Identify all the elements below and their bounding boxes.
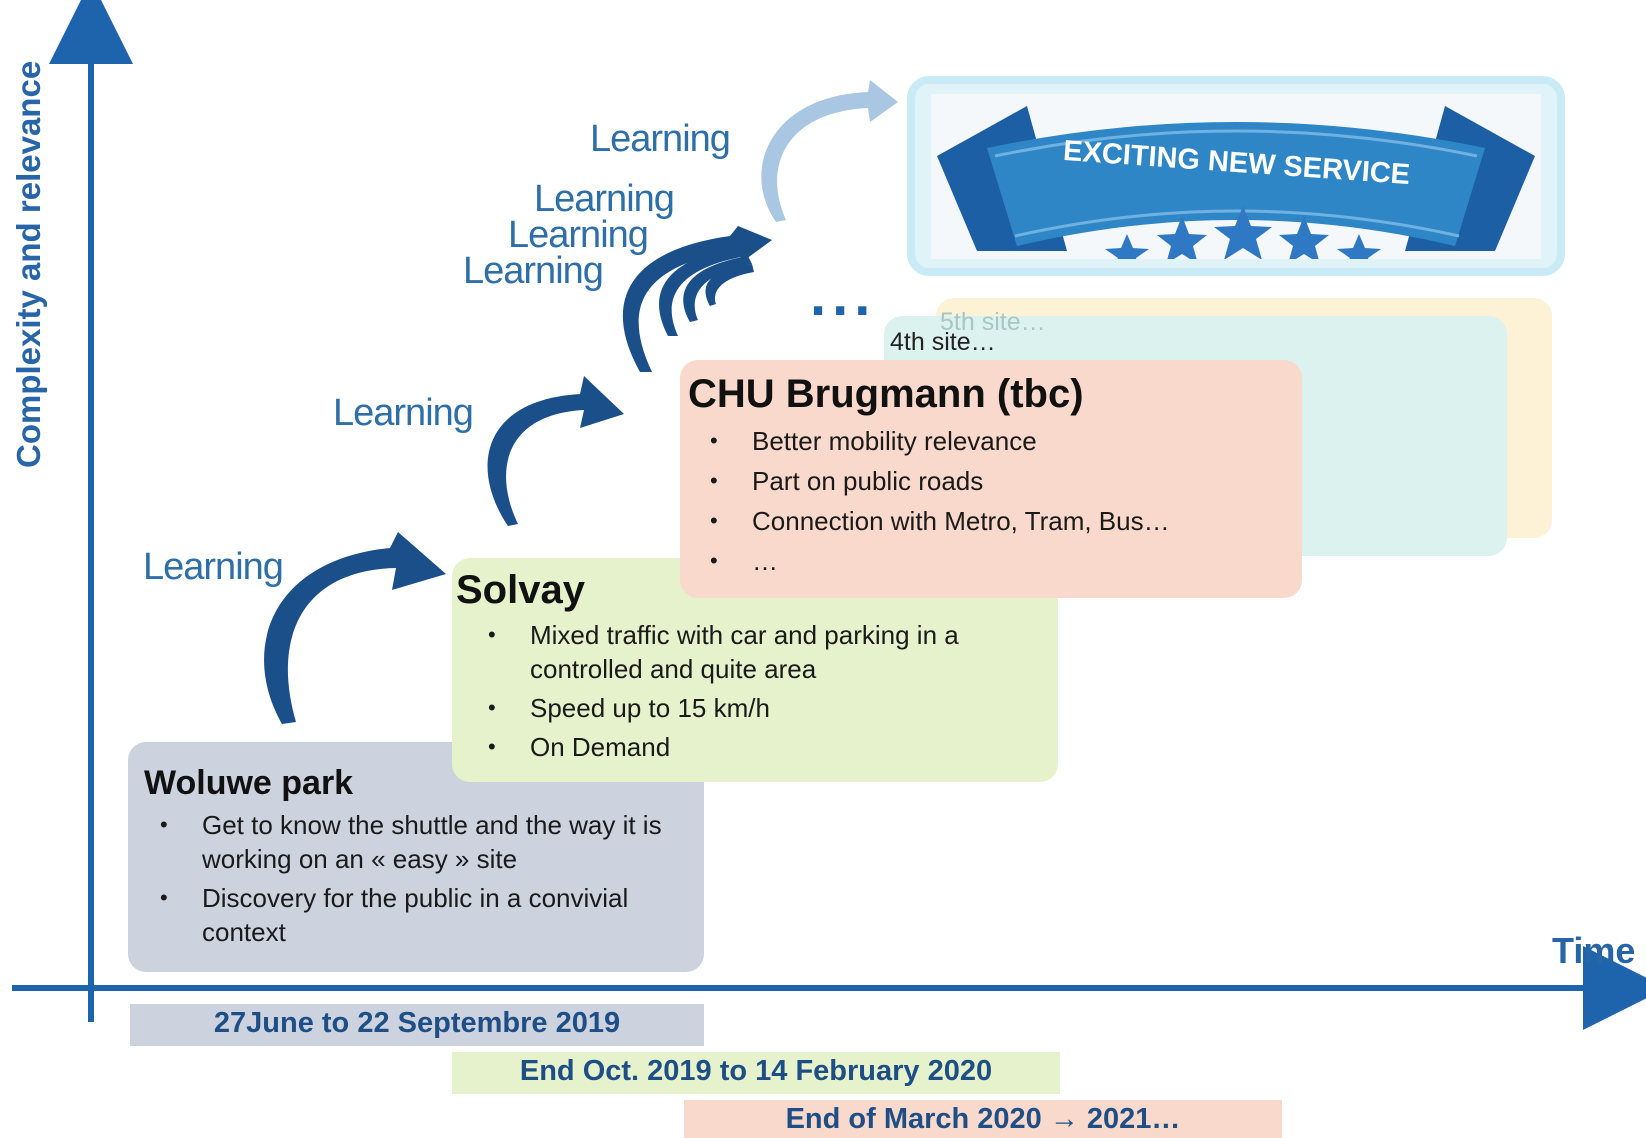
solvay-bullets: Mixed traffic with car and parking in a … — [464, 618, 1054, 764]
brugmann-bullets: Better mobility relevance Part on public… — [686, 424, 1296, 578]
woluwe-bullet-1: Get to know the shuttle and the way it i… — [136, 808, 696, 876]
brugmann-dates: End of March 2020 → 2021… — [785, 1103, 1181, 1135]
brugmann-bullet-4: … — [686, 544, 1296, 578]
learning-label-1: Learning — [143, 546, 284, 588]
learning-label-5: Learning — [534, 178, 675, 220]
woluwe-bullets: Get to know the shuttle and the way it i… — [136, 808, 696, 949]
solvay-bullet-3: On Demand — [464, 730, 1054, 764]
brugmann-card: CHU Brugmann (tbc) Better mobility relev… — [680, 360, 1302, 598]
woluwe-bullet-2: Discovery for the public in a convivial … — [136, 881, 696, 949]
woluwe-title: Woluwe park — [144, 764, 354, 802]
learning-arrow-3 — [622, 226, 772, 372]
solvay-date-bar — [452, 1052, 1060, 1094]
solvay-bullet-2: Speed up to 15 km/h — [464, 691, 1054, 725]
learning-label-2: Learning — [333, 392, 474, 434]
more-sites-ellipsis: ... — [810, 263, 877, 328]
solvay-bullet-1: Mixed traffic with car and parking in a … — [464, 618, 1054, 686]
brugmann-bullet-3: Connection with Metro, Tram, Bus… — [686, 504, 1296, 538]
learning-arrow-1 — [264, 532, 446, 724]
fifth-site-label: 5th site… — [940, 308, 1046, 336]
exciting-service-banner: EXCITING NEW SERVICE — [931, 94, 1541, 259]
brugmann-title: CHU Brugmann (tbc) — [688, 372, 1084, 416]
x-axis-label: Time — [1552, 930, 1636, 971]
learning-label-4: Learning — [508, 214, 649, 256]
brugmann-bullet-2: Part on public roads — [686, 464, 1296, 498]
learning-arrow-2 — [487, 376, 624, 526]
woluwe-dates: 27June to 22 Septembre 2019 — [213, 1007, 621, 1039]
learning-label-6: Learning — [590, 118, 731, 160]
solvay-title: Solvay — [456, 568, 585, 612]
fourth-site-label: 4th site… — [890, 328, 996, 356]
woluwe-date-bar — [130, 1004, 704, 1046]
brugmann-bullet-1: Better mobility relevance — [686, 424, 1296, 458]
learning-arrow-light — [761, 80, 898, 222]
solvay-dates: End Oct. 2019 to 14 February 2020 — [519, 1055, 993, 1087]
learning-label-3: Learning — [463, 250, 604, 292]
rating-stars-icon — [1105, 206, 1381, 259]
brugmann-date-bar — [684, 1100, 1282, 1138]
